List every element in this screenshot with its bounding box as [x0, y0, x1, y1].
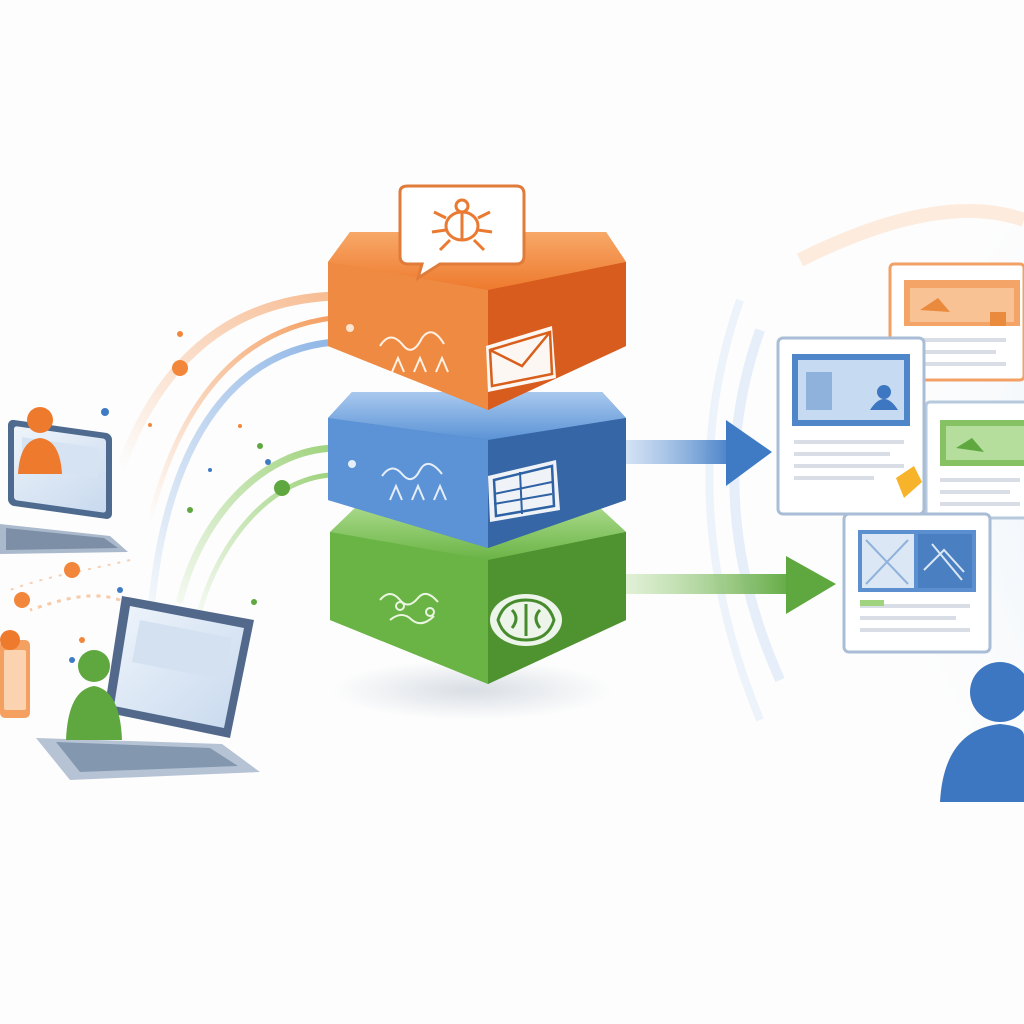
- chat-bubble-icon: [398, 184, 526, 282]
- cluster-icon: [379, 331, 449, 373]
- output-card-diagram: [842, 512, 992, 654]
- arc-orange-outer: [115, 291, 340, 475]
- stack-shadow: [332, 660, 612, 720]
- brain-icon: [490, 594, 562, 646]
- arc-green-outer: [176, 444, 339, 604]
- output-card-blue: [776, 336, 926, 516]
- output-arrows: [626, 420, 836, 614]
- user-icon: [66, 650, 122, 740]
- user-icon: [940, 662, 1024, 802]
- bug-icon: [431, 198, 493, 252]
- laptop-bottom: [36, 596, 260, 780]
- arc-blue: [148, 338, 339, 604]
- tray-icon: [488, 460, 560, 522]
- laptop-top: [0, 407, 128, 554]
- arrow-icon: [626, 420, 772, 486]
- laptop-icon: [0, 419, 128, 554]
- arc-orange: [147, 315, 335, 523]
- laptop-icon: [36, 596, 260, 780]
- arrow-icon: [626, 556, 836, 614]
- cluster-icon: [381, 463, 447, 501]
- envelope-icon: [486, 326, 556, 392]
- tablet-icon: [0, 630, 30, 718]
- cluster-icon: [379, 592, 439, 625]
- particles: [14, 331, 290, 663]
- user-icon: [18, 407, 62, 474]
- arc-green: [197, 472, 333, 613]
- stack-layer-blue: [328, 392, 626, 548]
- output-card-green: [924, 400, 1024, 520]
